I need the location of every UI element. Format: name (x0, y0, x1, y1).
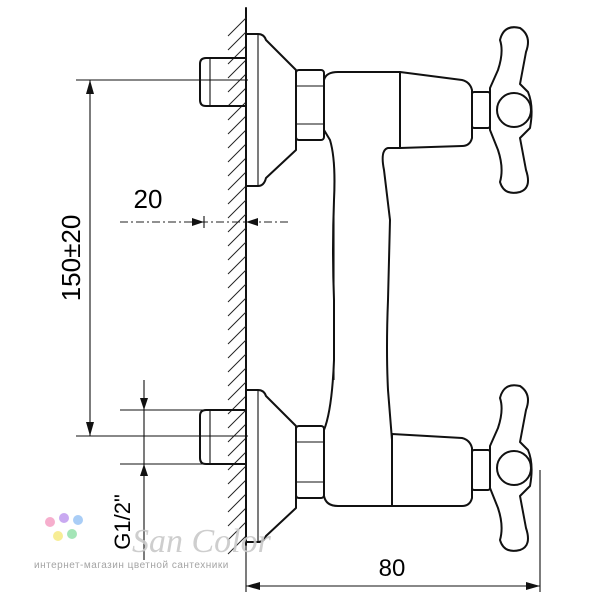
watermark-dot (53, 531, 63, 541)
watermark-brand: San Color (132, 523, 272, 560)
hatch-line (227, 451, 247, 471)
hatch-line (227, 143, 247, 163)
hatch-line (227, 535, 247, 555)
hatch-line (227, 479, 247, 499)
hatch-line (227, 521, 247, 541)
hatch-line (227, 129, 247, 149)
wall-offset-dimension: 20 (120, 184, 290, 228)
watermark-dot (59, 513, 69, 523)
hatch-line (227, 507, 247, 527)
watermark-dot (73, 515, 83, 525)
wall-offset-label: 20 (134, 184, 163, 214)
wall-hatching (227, 17, 247, 555)
hatch-line (227, 493, 247, 513)
top-union-nut (295, 69, 325, 141)
hatch-line (227, 213, 247, 233)
hatch-line (227, 465, 247, 485)
hatch-line (227, 101, 247, 121)
bottom-valve-housing (391, 433, 491, 507)
top-escutcheon (245, 33, 297, 187)
depth-dimension: 80 (245, 470, 541, 592)
top-inlet-pipe (199, 57, 247, 107)
hatch-line (227, 255, 247, 275)
hatch-line (227, 423, 247, 443)
watermark-dot (67, 529, 77, 539)
hatch-line (227, 31, 247, 51)
hatch-line (227, 269, 247, 289)
wall (227, 7, 247, 555)
hatch-line (227, 185, 247, 205)
bottom-inlet-pipe (199, 409, 247, 465)
bottom-cross-handle (489, 384, 533, 552)
hatch-line (227, 367, 247, 387)
thread-dimension: G1/2" (110, 380, 246, 560)
hatch-line (227, 17, 247, 37)
hatch-line (227, 437, 247, 457)
hatch-line (227, 353, 247, 373)
hatch-line (227, 227, 247, 247)
watermark: San Color интернет-магазин цветной санте… (34, 513, 272, 571)
hatch-line (227, 395, 247, 415)
bottom-escutcheon (245, 389, 297, 543)
watermark-tagline: интернет-магазин цветной сантехники (34, 560, 229, 571)
bottom-union-nut (295, 425, 325, 499)
hatch-line (227, 283, 247, 303)
top-cross-handle (489, 26, 533, 194)
watermark-dot (45, 517, 55, 527)
depth-label: 80 (379, 555, 406, 582)
hatch-line (227, 157, 247, 177)
hatch-line (227, 45, 247, 65)
hatch-line (227, 73, 247, 93)
hatch-line (227, 325, 247, 345)
top-valve-housing (399, 71, 491, 149)
thread-label: G1/2" (110, 494, 135, 550)
hatch-line (227, 199, 247, 219)
hatch-line (227, 311, 247, 331)
center-distance-label: 150±20 (56, 215, 86, 302)
hatch-line (227, 115, 247, 135)
center-distance-dimension: 150±20 (56, 79, 248, 437)
mixer-body (323, 71, 401, 507)
hatch-line (227, 409, 247, 429)
hatch-line (227, 339, 247, 359)
hatch-line (227, 381, 247, 401)
watermark-dots (45, 513, 83, 541)
hatch-line (227, 171, 247, 191)
hatch-line (227, 59, 247, 79)
hatch-line (227, 87, 247, 107)
hatch-line (227, 297, 247, 317)
hatch-line (227, 241, 247, 261)
